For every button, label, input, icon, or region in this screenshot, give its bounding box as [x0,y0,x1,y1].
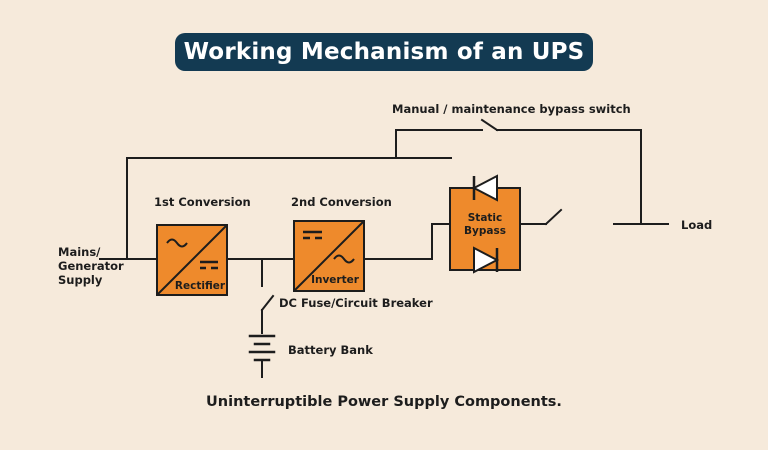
inverter-label: Inverter [311,274,359,286]
bypass-switch-blade [480,118,499,132]
second-conversion-label: 2nd Conversion [291,195,392,209]
load-label: Load [681,218,713,232]
ac-wave-icon [166,238,188,248]
inverter-block [293,220,365,292]
static-switch-blade [544,208,563,226]
battery-bank-label: Battery Bank [288,343,373,357]
diagram-caption: Uninterruptible Power Supply Components. [206,394,562,410]
first-conversion-label: 1st Conversion [154,195,251,209]
diode-bottom-icon [473,246,500,274]
rectifier-label: Rectifier [174,280,226,292]
static-bypass-block [449,174,521,274]
page-title: Working Mechanism of an UPS [183,39,585,65]
dc-fuse-blade [260,294,275,312]
static-bypass-label: Static Bypass [464,212,506,237]
mains-supply-label: Mains/ Generator Supply [58,245,124,287]
title-banner: Working Mechanism of an UPS [175,33,593,71]
bypass-switch-label: Manual / maintenance bypass switch [392,102,631,116]
ac-wave-icon [333,254,355,264]
dc-fuse-label: DC Fuse/Circuit Breaker [279,296,433,310]
diode-top-icon [471,174,498,202]
rectifier-block [156,224,228,296]
